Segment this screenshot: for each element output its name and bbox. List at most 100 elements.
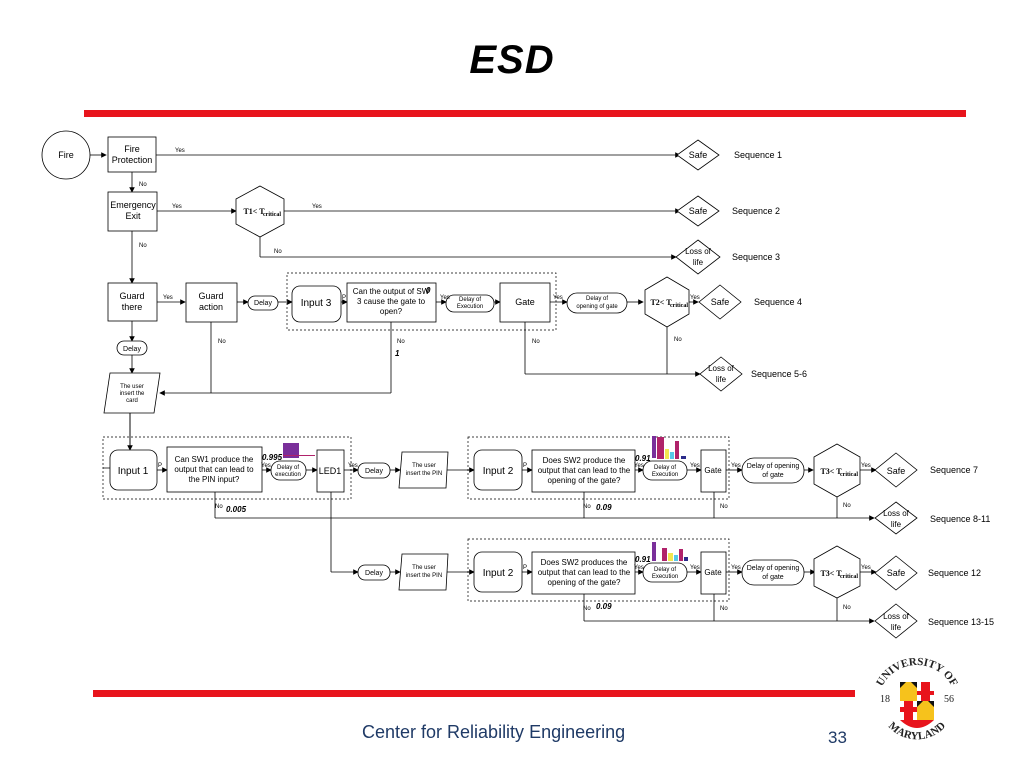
edge-yes-13: Yes (861, 463, 871, 469)
delay-exec-1b: Execution (457, 304, 483, 310)
input2-box (473, 449, 523, 491)
edge-yes-9: Yes (348, 463, 358, 469)
edge-yes-2: Yes (172, 204, 182, 210)
university-seal-logo: UNIVERSITY OF MARYLAND 18 56 (871, 656, 963, 748)
delay-label-3: Delay (365, 468, 383, 475)
loss-label-1315b: life (891, 623, 902, 632)
input2-label: Input 2 (483, 466, 514, 477)
gate-label-2: Gate (704, 466, 722, 475)
sw2-question-box (531, 449, 636, 493)
fire-protection-label-2: Protection (112, 155, 153, 165)
sequence-56: Sequence 5-6 (751, 369, 807, 379)
t1-critical: critical (263, 212, 281, 218)
maryland-flag-icon (900, 682, 934, 728)
edge-yes-6: Yes (553, 295, 563, 301)
delay-opening-gate-2a: Delay of opening (747, 565, 800, 572)
guard-there-label-2: there (122, 302, 143, 312)
sw2-q-1: Does SW2 produce the (543, 456, 626, 465)
edge-no-7: No (674, 337, 682, 343)
mini-histogram-sw1 (283, 443, 315, 458)
delay-exec-3b: Execution (652, 472, 678, 478)
t2-hexagon (644, 276, 690, 328)
safe-label-12: Safe (887, 568, 906, 578)
safe-diamond-2 (676, 195, 720, 227)
safe-label-1: Safe (689, 150, 708, 160)
user-card-1: The user (120, 384, 144, 390)
edge-no-2: No (274, 249, 282, 255)
sw1-q-1: Can SW1 produce the (175, 455, 254, 464)
emergency-exit-label-2: Exit (125, 211, 141, 221)
sequence-2: Sequence 2 (732, 206, 780, 216)
loss-label-811a: Loss of (883, 509, 910, 518)
loss-label-3a: Loss of (685, 247, 712, 256)
edge-yes-17: Yes (861, 565, 871, 571)
input3-label: Input 3 (301, 298, 332, 309)
prob-sw3-no: 1 (395, 349, 400, 358)
user-pin-2a: The user (412, 565, 436, 571)
edge-no-10: No (720, 504, 728, 510)
sw2b-q-1: Does SW2 produces the (541, 558, 628, 567)
delay-open-gate-pill-1 (566, 292, 628, 314)
delay-exec-pill-3 (642, 460, 688, 481)
prob-sw1-yes: 0.995 (262, 453, 283, 462)
sw2b-q-3: opening of the gate? (548, 578, 622, 587)
edge-no-6: No (532, 339, 540, 345)
edge-yes-14: Yes (634, 565, 644, 571)
slide-title: ESD (469, 38, 555, 82)
edge-no-3: No (139, 243, 147, 249)
led1-label: LED1 (319, 466, 342, 476)
delay-exec-3a: Delay of (654, 465, 676, 471)
guard-there-box (107, 282, 158, 322)
delay-opening-gate-1a: Delay of opening (747, 463, 800, 470)
sw2-q-2: output that can lead to the (538, 466, 631, 475)
delay-pill-3 (357, 462, 391, 479)
delay-pill-4 (357, 564, 391, 581)
sw2-q-3: opening of the gate? (548, 476, 622, 485)
fire-label: Fire (58, 150, 74, 160)
sw3-q-2: 3 cause the gate to (357, 297, 426, 306)
edge-no-14: No (843, 605, 851, 611)
top-divider (84, 110, 966, 117)
guard-there-label-1: Guard (119, 291, 144, 301)
sequence-811: Sequence 8-11 (930, 514, 990, 524)
delay-opening-gate-2b: of gate (762, 574, 784, 581)
delay-exec-pill-1 (445, 294, 495, 313)
edge-yes-16: Yes (731, 565, 741, 571)
fire-protection-box (107, 136, 157, 173)
edge-no-5: No (397, 339, 405, 345)
group-sw2 (467, 436, 730, 500)
t3-hexagon-1 (813, 443, 861, 498)
input1-box (109, 449, 158, 491)
group-sw3 (286, 272, 557, 331)
delay-opening-gate-pill-2 (741, 559, 805, 586)
delay-pill-1 (247, 295, 279, 311)
safe-diamond-7 (874, 452, 918, 488)
user-pin-1a: The user (412, 463, 436, 469)
t3-critical-2: critical (840, 574, 858, 580)
edge-yes-11: Yes (690, 463, 700, 469)
sequence-1: Sequence 1 (734, 150, 782, 160)
gate-label-1: Gate (515, 297, 535, 307)
edge-yes-12: Yes (731, 463, 741, 469)
delay-open-gate-1a: Delay of (586, 296, 608, 302)
safe-diamond-1 (676, 139, 720, 171)
gate-box-3 (700, 551, 727, 595)
edge-p-1: P (342, 295, 346, 301)
edge-p-2: P (158, 463, 162, 469)
group-sw2b (467, 538, 730, 602)
logo-year-right: 56 (944, 694, 954, 705)
loss-diamond-3 (675, 239, 721, 275)
safe-label-7: Safe (887, 466, 906, 476)
led1-box (316, 449, 345, 493)
loss-label-1315a: Loss of (883, 612, 910, 621)
input2b-label: Input 2 (483, 568, 514, 579)
delay-open-gate-1b: opening of gate (576, 304, 618, 310)
edge-yes-1: Yes (175, 148, 185, 154)
delay-label-4: Delay (365, 570, 383, 577)
edge-no-1: No (139, 182, 147, 188)
input1-label: Input 1 (118, 466, 149, 477)
gate-label-3: Gate (704, 568, 722, 577)
edge-no-4: No (218, 339, 226, 345)
input3-box (291, 285, 342, 323)
prob-sw2-no: 0.09 (596, 503, 612, 512)
